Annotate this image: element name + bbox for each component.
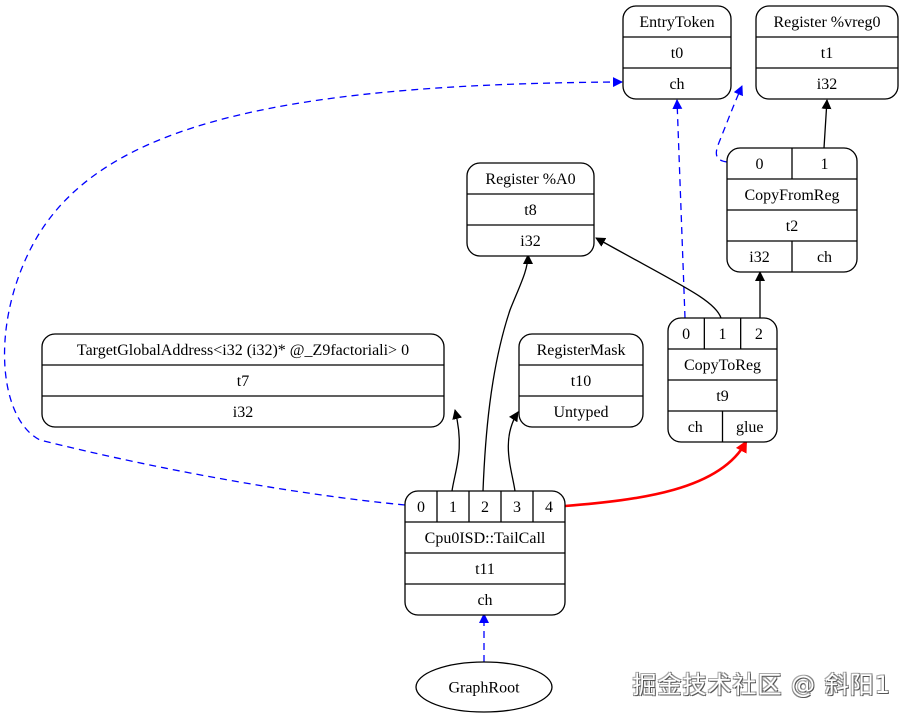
edge-a0-to-tailcall xyxy=(482,254,533,492)
edge-entrytoken-to-copyfromreg xyxy=(715,85,743,163)
edge-registermask-to-tailcall xyxy=(507,411,519,492)
node-field: Register %A0 xyxy=(485,171,575,188)
node-field: 3 xyxy=(513,499,521,516)
node-field: 1 xyxy=(719,326,727,343)
node-field: ch xyxy=(669,76,684,93)
node-entry-token[interactable]: EntryToken t0 ch xyxy=(622,5,732,100)
node-field: i32 xyxy=(817,76,837,93)
node-field: 4 xyxy=(545,499,553,516)
node-label: GraphRoot xyxy=(448,680,520,697)
node-field: ch xyxy=(477,592,492,609)
node-field: i32 xyxy=(520,233,540,250)
node-register-vreg0[interactable]: Register %vreg0 t1 i32 xyxy=(755,5,899,100)
node-field: 2 xyxy=(481,499,489,516)
edge-entrytoken-to-copytoreg xyxy=(672,99,686,319)
edge-targetglobaladdress-to-tailcall xyxy=(451,409,463,492)
edges xyxy=(3,77,832,662)
node-target-global-address[interactable]: TargetGlobalAddress<i32 (i32)* @_Z9facto… xyxy=(41,333,445,428)
node-field: t7 xyxy=(237,373,249,390)
node-register-a0[interactable]: Register %A0 t8 i32 xyxy=(466,162,595,257)
node-field: glue xyxy=(736,419,764,436)
node-field: 0 xyxy=(682,326,690,343)
node-field: t11 xyxy=(475,561,495,578)
node-field: TargetGlobalAddress<i32 (i32)* @_Z9facto… xyxy=(77,342,409,359)
node-field: EntryToken xyxy=(639,14,714,31)
node-graph-root[interactable]: GraphRoot xyxy=(415,661,553,713)
node-field: 0 xyxy=(756,156,764,173)
node-frame xyxy=(466,162,595,257)
node-field: 2 xyxy=(755,326,763,343)
node-field: t9 xyxy=(716,388,728,405)
node-field: RegisterMask xyxy=(537,342,626,359)
node-field: 1 xyxy=(449,499,457,516)
node-frame xyxy=(622,5,732,100)
edge-entrytoken-to-tailcall xyxy=(3,77,623,506)
node-field: i32 xyxy=(233,404,253,421)
node-frame xyxy=(755,5,899,100)
node-field: Cpu0ISD::TailCall xyxy=(425,530,546,547)
node-field: t1 xyxy=(821,45,833,62)
node-field: CopyFromReg xyxy=(744,187,839,204)
node-field: t0 xyxy=(671,45,683,62)
node-field: Untyped xyxy=(553,404,608,421)
node-field: CopyToReg xyxy=(684,357,761,374)
node-field: t2 xyxy=(786,218,798,235)
node-field: t10 xyxy=(571,373,591,390)
node-field: i32 xyxy=(749,249,769,266)
watermark: 掘金技术社区 @ 斜阳1 xyxy=(632,671,891,699)
node-field: t8 xyxy=(524,202,536,219)
node-field: 0 xyxy=(417,499,425,516)
node-field: Register %vreg0 xyxy=(773,14,880,31)
node-field: 1 xyxy=(821,156,829,173)
node-frame xyxy=(518,333,644,428)
edge-copytoreg-glue-to-tailcall xyxy=(564,440,748,508)
node-frame xyxy=(415,661,553,713)
node-field: ch xyxy=(817,249,832,266)
edge-a0-to-copytoreg xyxy=(595,237,722,319)
edge-vreg0-to-copyfromreg xyxy=(821,99,832,149)
node-field: ch xyxy=(688,419,703,436)
node-frame xyxy=(41,333,445,428)
